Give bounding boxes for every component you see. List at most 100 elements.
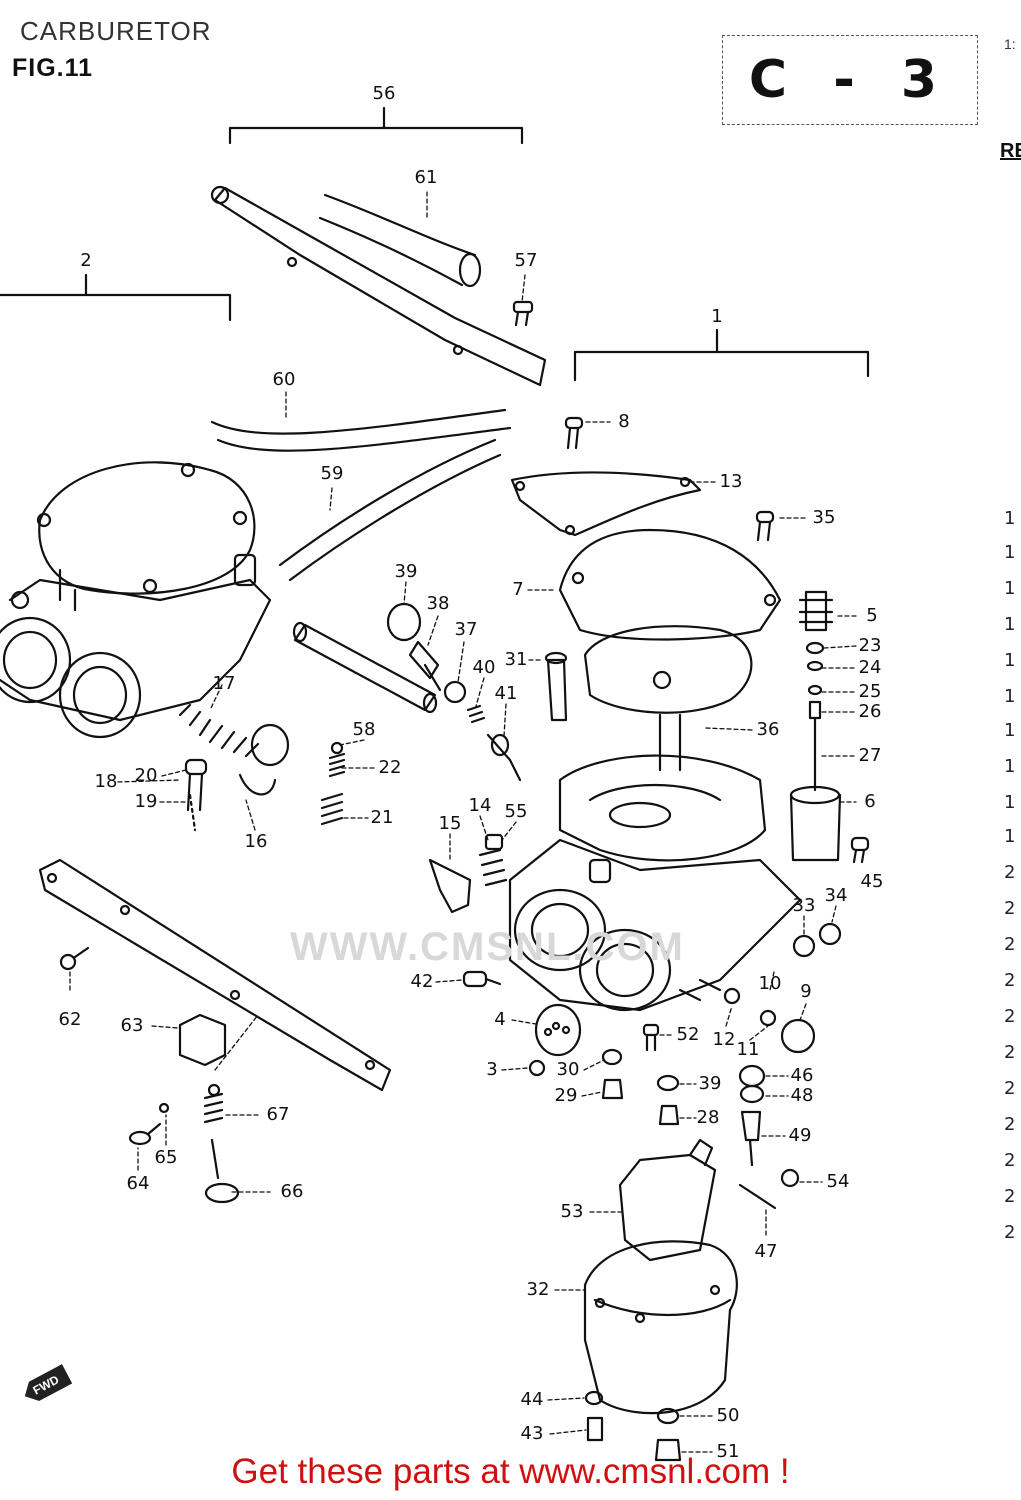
group-bracket-56 bbox=[228, 126, 524, 145]
callout-50: 50 bbox=[716, 1405, 740, 1426]
figure-label: FIG.11 bbox=[12, 54, 94, 82]
callout-30: 30 bbox=[556, 1059, 580, 1080]
float-bowl-32 bbox=[583, 1240, 738, 1415]
watermark: WWW.CMSNL.COM bbox=[290, 925, 685, 969]
edge-number: 2 bbox=[1004, 1150, 1016, 1171]
edge-number: 1 bbox=[1004, 720, 1016, 741]
callout-53: 53 bbox=[560, 1201, 584, 1222]
callout-19: 19 bbox=[134, 791, 158, 812]
top-cover-7 bbox=[558, 528, 782, 641]
screw-62 bbox=[59, 946, 90, 971]
carburetor-assembly-left bbox=[0, 461, 272, 739]
callout-40: 40 bbox=[472, 657, 496, 678]
callout-12: 12 bbox=[712, 1029, 736, 1050]
group-bracket-2 bbox=[0, 293, 232, 322]
edge-number: 1 bbox=[1004, 686, 1016, 707]
footer-link-text[interactable]: Get these parts at www.cmsnl.com ! bbox=[231, 1452, 790, 1491]
callout-33: 33 bbox=[792, 895, 816, 916]
callout-16: 16 bbox=[244, 831, 268, 852]
callout-55: 55 bbox=[504, 801, 528, 822]
screw-20 bbox=[184, 758, 208, 812]
screw-35 bbox=[755, 510, 775, 542]
callout-3: 3 bbox=[486, 1059, 498, 1080]
o-ring-37 bbox=[443, 680, 467, 704]
hose-60 bbox=[210, 408, 512, 452]
callout-9: 9 bbox=[800, 981, 812, 1002]
callout-21: 21 bbox=[370, 807, 394, 828]
cap-39 bbox=[386, 602, 422, 642]
edge-number: 1 bbox=[1004, 792, 1016, 813]
screw-57 bbox=[512, 300, 534, 327]
callout-65: 65 bbox=[154, 1147, 178, 1168]
spring-67 bbox=[203, 1083, 224, 1124]
edge-fragment-re: RE bbox=[1000, 140, 1021, 162]
rod-58 bbox=[292, 621, 438, 714]
spring-22 bbox=[328, 741, 346, 778]
callout-34: 34 bbox=[824, 885, 848, 906]
needle-41 bbox=[486, 733, 522, 782]
callout-36: 36 bbox=[756, 719, 780, 740]
screw-52 bbox=[642, 1023, 660, 1052]
callout-61: 61 bbox=[414, 167, 438, 188]
hose-61 bbox=[318, 193, 482, 288]
screw-54 bbox=[780, 1168, 800, 1188]
callout-58: 58 bbox=[352, 719, 376, 740]
plate-13 bbox=[510, 471, 702, 537]
callout-2: 2 bbox=[80, 250, 92, 271]
callout-63: 63 bbox=[120, 1015, 144, 1036]
callout-27: 27 bbox=[858, 745, 882, 766]
callout-31: 31 bbox=[504, 649, 528, 670]
callout-62: 62 bbox=[58, 1009, 82, 1030]
clamp-63 bbox=[178, 1013, 227, 1067]
screw-8 bbox=[564, 416, 584, 450]
ring-24 bbox=[806, 660, 824, 672]
edge-number: 2 bbox=[1004, 1078, 1016, 1099]
callout-48: 48 bbox=[790, 1085, 814, 1106]
bracket-plate bbox=[38, 858, 392, 1092]
float-53 bbox=[618, 1138, 717, 1262]
callout-42: 42 bbox=[410, 971, 434, 992]
callout-23: 23 bbox=[858, 635, 882, 656]
washer-33 bbox=[792, 934, 816, 958]
callout-7: 7 bbox=[512, 579, 524, 600]
callout-4: 4 bbox=[494, 1009, 506, 1030]
screw-64 bbox=[128, 1122, 162, 1146]
callout-35: 35 bbox=[812, 507, 836, 528]
cap-9 bbox=[780, 1018, 816, 1054]
screw-34 bbox=[818, 922, 842, 946]
choke-lever-15 bbox=[428, 858, 472, 914]
callout-8: 8 bbox=[618, 411, 630, 432]
edge-number: 2 bbox=[1004, 1186, 1016, 1207]
screw-38 bbox=[408, 640, 442, 692]
washer-50 bbox=[656, 1407, 680, 1425]
needle-holder-6 bbox=[789, 785, 842, 862]
edge-number: 2 bbox=[1004, 862, 1016, 883]
edge-fragment-top: 1: bbox=[1004, 36, 1016, 52]
callout-49: 49 bbox=[788, 1125, 812, 1146]
callout-67: 67 bbox=[266, 1104, 290, 1125]
edge-number: 1 bbox=[1004, 650, 1016, 671]
callout-57: 57 bbox=[514, 250, 538, 271]
screw-3 bbox=[528, 1059, 546, 1077]
callout-22: 22 bbox=[378, 757, 402, 778]
spring-55 bbox=[478, 833, 508, 887]
callout-52: 52 bbox=[676, 1024, 700, 1045]
callout-46: 46 bbox=[790, 1065, 814, 1086]
plug-43 bbox=[586, 1416, 604, 1442]
edge-number: 2 bbox=[1004, 898, 1016, 919]
section-code: C - 3 bbox=[748, 50, 952, 110]
screw-42 bbox=[462, 970, 502, 988]
edge-number: 2 bbox=[1004, 1114, 1016, 1135]
edge-number: 2 bbox=[1004, 1222, 1016, 1243]
ring-12 bbox=[723, 987, 741, 1005]
spring-21 bbox=[320, 792, 344, 826]
jet-needle-26 bbox=[808, 700, 822, 792]
callout-11: 11 bbox=[736, 1039, 760, 1060]
clip-25 bbox=[807, 684, 823, 696]
callout-28: 28 bbox=[696, 1107, 720, 1128]
callout-43: 43 bbox=[520, 1423, 544, 1444]
callout-20: 20 bbox=[134, 765, 158, 786]
page-title: CARBURETOR bbox=[20, 16, 212, 46]
cover-4 bbox=[534, 1003, 582, 1057]
callout-60: 60 bbox=[272, 369, 296, 390]
